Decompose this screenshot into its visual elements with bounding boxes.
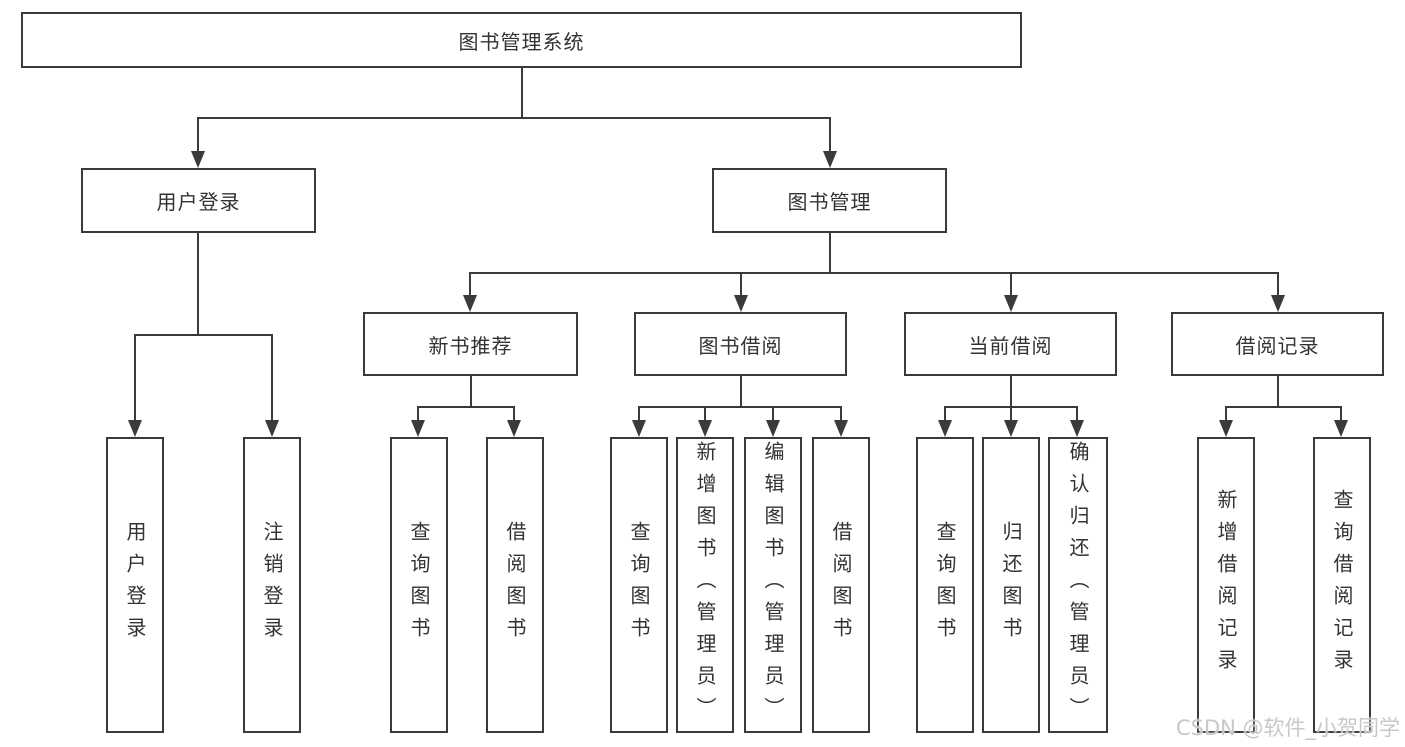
leaf-user-login-label: 用户登录 (123, 521, 147, 649)
node-borrow-records-label: 借阅记录 (1235, 333, 1320, 358)
leaf-query-borrow-record-label: 查询借阅记录 (1330, 489, 1354, 681)
connector-line (1277, 272, 1279, 297)
connector-line (521, 68, 523, 118)
connector-line (829, 117, 831, 153)
arrow-down-icon (632, 420, 646, 437)
leaf-return-book: 归还图书 (982, 437, 1040, 733)
node-user-login-label: 用户登录 (156, 190, 241, 214)
connector-line (469, 272, 1279, 274)
leaf-add-borrow-record-label: 新增借阅记录 (1214, 489, 1238, 681)
connector-line (638, 406, 842, 408)
arrow-down-icon (766, 420, 780, 437)
arrow-down-icon (191, 151, 205, 168)
connector-line (840, 406, 842, 421)
connector-line (1225, 406, 1342, 408)
leaf-confirm-return-admin: 确认归还（管理员） (1048, 437, 1108, 733)
leaf-borrow-books-recommend: 借阅图书 (486, 437, 544, 733)
connector-line (197, 117, 831, 119)
arrow-down-icon (698, 420, 712, 437)
connector-line (469, 272, 471, 297)
arrow-down-icon (1070, 420, 1084, 437)
leaf-add-book-admin-label: 新增图书（管理员） (693, 441, 717, 729)
connector-line (638, 406, 640, 421)
connector-line (740, 376, 742, 408)
connector-line (1010, 272, 1012, 297)
leaf-borrow-books-2: 借阅图书 (812, 437, 870, 733)
node-book-borrow: 图书借阅 (634, 312, 847, 376)
leaf-query-books-recommend-label: 查询图书 (407, 521, 431, 649)
arrow-down-icon (507, 420, 521, 437)
connector-line (271, 334, 273, 421)
node-new-book-recommend: 新书推荐 (363, 312, 578, 376)
leaf-return-book-label: 归还图书 (999, 521, 1023, 649)
arrow-down-icon (1004, 295, 1018, 312)
connector-line (704, 406, 706, 421)
arrow-down-icon (823, 151, 837, 168)
connector-line (829, 233, 831, 274)
leaf-logout: 注销登录 (243, 437, 301, 733)
arrow-down-icon (1004, 420, 1018, 437)
node-book-borrow-label: 图书借阅 (698, 333, 783, 358)
leaf-query-books-borrow: 查询图书 (610, 437, 668, 733)
arrow-down-icon (1219, 420, 1233, 437)
arrow-down-icon (734, 295, 748, 312)
arrow-down-icon (1334, 420, 1348, 437)
connector-line (1225, 406, 1227, 421)
node-book-mgmt: 图书管理 (712, 168, 947, 233)
leaf-query-borrow-record: 查询借阅记录 (1313, 437, 1371, 733)
node-root: 图书管理系统 (21, 12, 1022, 68)
leaf-logout-label: 注销登录 (260, 521, 284, 649)
arrow-down-icon (834, 420, 848, 437)
connector-line (513, 406, 515, 421)
connector-line (740, 272, 742, 297)
leaf-borrow-books-2-label: 借阅图书 (829, 521, 853, 649)
node-user-login: 用户登录 (81, 168, 316, 233)
connector-line (197, 233, 199, 336)
connector-line (470, 376, 472, 408)
arrow-down-icon (463, 295, 477, 312)
connector-line (417, 406, 419, 421)
connector-line (134, 334, 273, 336)
leaf-borrow-books-recommend-label: 借阅图书 (503, 521, 527, 649)
arrow-down-icon (938, 420, 952, 437)
node-current-borrow: 当前借阅 (904, 312, 1117, 376)
arrow-down-icon (1271, 295, 1285, 312)
leaf-query-books-recommend: 查询图书 (390, 437, 448, 733)
leaf-user-login: 用户登录 (106, 437, 164, 733)
connector-line (1076, 406, 1078, 421)
node-borrow-records: 借阅记录 (1171, 312, 1384, 376)
leaf-confirm-return-admin-label: 确认归还（管理员） (1066, 441, 1090, 729)
leaf-query-books-current: 查询图书 (916, 437, 974, 733)
connector-line (134, 334, 136, 421)
csdn-watermark: CSDN @软件_小贺同学 (1176, 716, 1401, 740)
leaf-query-books-current-label: 查询图书 (933, 521, 957, 649)
leaf-add-book-admin: 新增图书（管理员） (676, 437, 734, 733)
node-current-borrow-label: 当前借阅 (968, 333, 1053, 358)
leaf-edit-book-admin-label: 编辑图书（管理员） (761, 441, 785, 729)
connector-line (417, 406, 515, 408)
connector-line (772, 406, 774, 421)
connector-line (197, 117, 199, 153)
node-root-label: 图书管理系统 (458, 29, 585, 54)
node-book-mgmt-label: 图书管理 (787, 190, 872, 214)
connector-line (1010, 406, 1012, 421)
arrow-down-icon (265, 420, 279, 437)
leaf-add-borrow-record: 新增借阅记录 (1197, 437, 1255, 733)
arrow-down-icon (411, 420, 425, 437)
leaf-edit-book-admin: 编辑图书（管理员） (744, 437, 802, 733)
connector-line (944, 406, 946, 421)
arrow-down-icon (128, 420, 142, 437)
leaf-query-books-borrow-label: 查询图书 (627, 521, 651, 649)
connector-line (1277, 376, 1279, 408)
connector-line (1010, 376, 1012, 408)
connector-line (1340, 406, 1342, 421)
node-new-book-recommend-label: 新书推荐 (428, 333, 513, 358)
